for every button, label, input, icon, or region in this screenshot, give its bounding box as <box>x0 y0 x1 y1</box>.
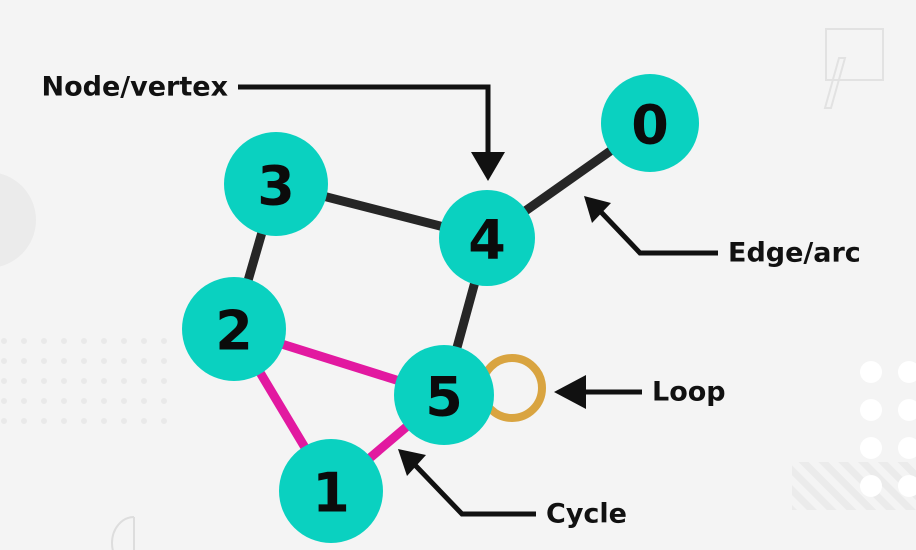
decor-dot-grid-left <box>1 338 167 424</box>
callout-arrowhead <box>554 375 586 409</box>
node-circle <box>279 439 383 543</box>
node-circle <box>394 345 494 445</box>
decor-flag-outline <box>823 28 884 109</box>
callout-edge-arc: Edge/arc <box>584 196 861 269</box>
node-label: 0 <box>631 94 669 157</box>
callout-arrowhead <box>398 449 426 476</box>
graph-node-0[interactable]: 0 <box>601 74 699 172</box>
graph-node-3[interactable]: 3 <box>224 132 328 236</box>
graph-node-1[interactable]: 1 <box>279 439 383 543</box>
callout-label-edge-arc: Edge/arc <box>728 238 861 269</box>
callout-arrowhead <box>471 152 505 181</box>
node-circle <box>224 132 328 236</box>
decor-d-outline <box>110 516 135 550</box>
node-circle <box>601 74 699 172</box>
callout-label-cycle: Cycle <box>546 499 627 530</box>
graph-node-4[interactable]: 4 <box>439 190 535 286</box>
graph-node-5[interactable]: 5 <box>394 345 494 445</box>
decor-hatching <box>792 462 916 510</box>
node-label: 3 <box>257 155 295 218</box>
node-label: 2 <box>215 300 253 363</box>
callout-leader-line <box>413 463 536 517</box>
callout-leader-line <box>238 84 491 156</box>
node-circle <box>439 190 535 286</box>
graph-node-2[interactable]: 2 <box>182 277 286 381</box>
decor-dot-grid-right <box>860 361 916 497</box>
callout-cycle: Cycle <box>398 449 627 530</box>
callout-leader-line <box>599 210 718 256</box>
node-circle <box>182 277 286 381</box>
callout-arrowhead <box>584 196 611 223</box>
node-label: 4 <box>468 209 506 272</box>
node-label: 1 <box>312 462 350 525</box>
decor-left-circle <box>0 173 36 267</box>
callout-node-vertex: Node/vertex <box>41 72 505 181</box>
node-label: 5 <box>425 366 463 429</box>
callout-loop: Loop <box>554 375 726 409</box>
callout-label-node-vertex: Node/vertex <box>41 72 228 103</box>
callout-label-loop: Loop <box>652 377 726 408</box>
